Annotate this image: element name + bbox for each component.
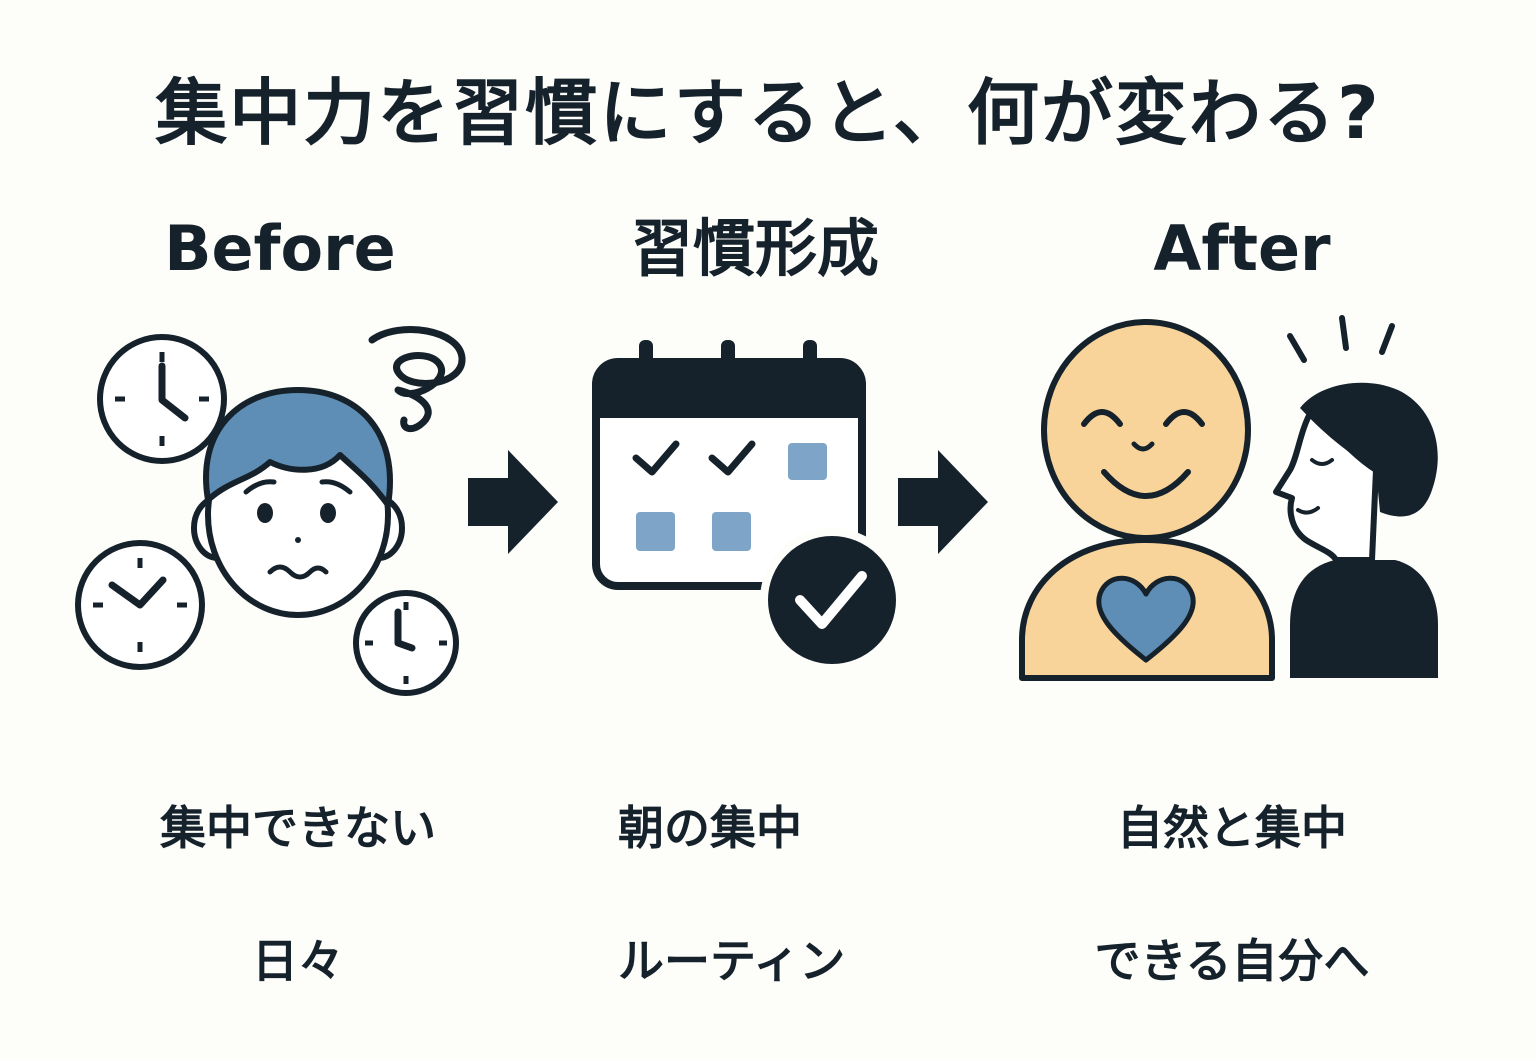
heart-icon	[1096, 575, 1196, 663]
caption-line: ルーティン	[618, 934, 846, 989]
flow-illustration	[75, 315, 1438, 696]
stage-caption-before: 集中できない 日々	[78, 728, 518, 1061]
page-title: 集中力を習慣にすると、何が変わる?	[155, 71, 1381, 155]
check-badge-icon	[760, 528, 904, 672]
happy-focused-people-icon	[1019, 315, 1438, 681]
stage-heading-habit: 習慣形成	[630, 212, 879, 285]
caption-line: 日々	[252, 934, 344, 989]
stage-caption-after: 自然と集中 できる自分へ	[1012, 728, 1452, 1061]
stage-heading-after: After	[1153, 212, 1331, 285]
clock-icon	[97, 334, 227, 464]
arrow-right-icon	[898, 450, 988, 554]
stage-heading-before: Before	[164, 212, 396, 285]
clock-icon	[75, 540, 205, 670]
arrow-right-icon	[468, 450, 558, 554]
caption-line: 集中できない	[160, 800, 436, 855]
calendar-checklist-icon	[592, 340, 904, 672]
stage-caption-habit: 朝の集中 ルーティン	[506, 728, 946, 1061]
caption-line: 朝の集中	[618, 800, 802, 855]
caption-line: できる自分へ	[1094, 934, 1370, 989]
dizzy-swirl-icon	[368, 326, 466, 433]
clock-icon	[353, 590, 459, 696]
caption-line: 自然と集中	[1117, 800, 1347, 855]
worried-person-with-clocks-icon	[75, 326, 466, 696]
